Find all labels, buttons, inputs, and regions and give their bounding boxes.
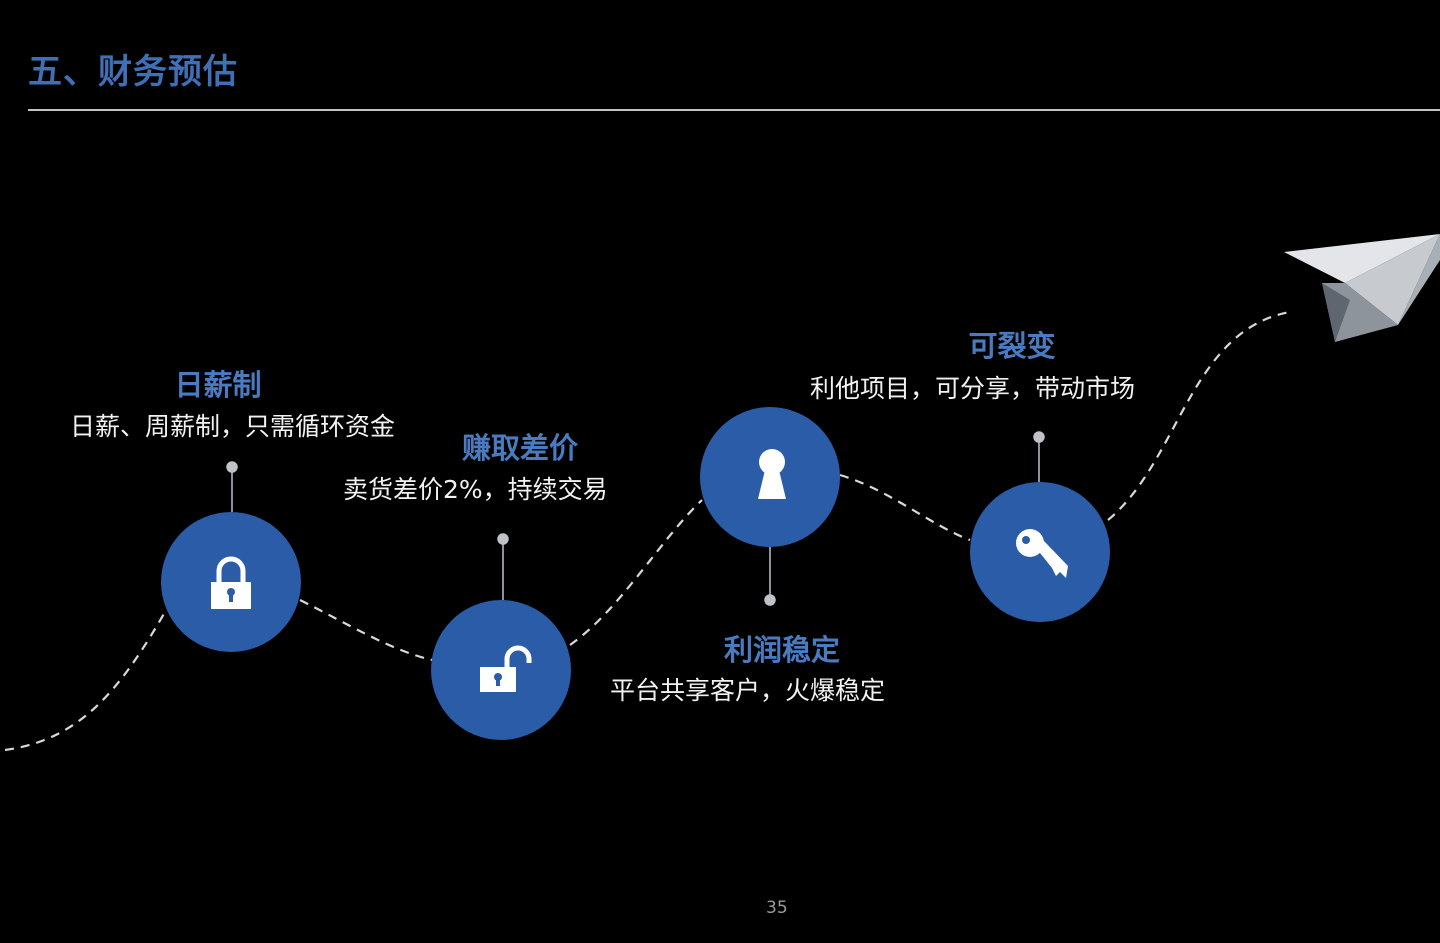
step-4-heading: 可裂变 <box>968 329 1056 363</box>
step-2-description: 卖货差价2%，持续交易 <box>343 475 608 504</box>
step-3-heading: 利润稳定 <box>723 633 841 667</box>
unlock-icon <box>480 645 532 692</box>
page-number: 35 <box>766 898 788 918</box>
connector-dot <box>1033 431 1045 443</box>
step-2-heading: 赚取差价 <box>461 431 579 465</box>
lock-icon <box>211 556 251 609</box>
keyhole-icon <box>758 449 786 499</box>
step-1-description: 日薪、周薪制，只需循环资金 <box>70 412 396 441</box>
key-icon <box>1016 529 1068 578</box>
title-divider <box>28 109 1440 111</box>
step-1-heading: 日薪制 <box>174 368 262 402</box>
step-4-description: 利他项目，可分享，带动市场 <box>810 374 1136 403</box>
dashed-path <box>4 310 1291 752</box>
connector-dot <box>497 533 509 545</box>
slide-title: 五、财务预估 <box>28 52 238 92</box>
connector-dot <box>226 461 238 473</box>
step-3-description: 平台共享客户，火爆稳定 <box>610 676 886 705</box>
paper-plane-icon <box>1284 234 1440 342</box>
connector-dot <box>764 594 776 606</box>
